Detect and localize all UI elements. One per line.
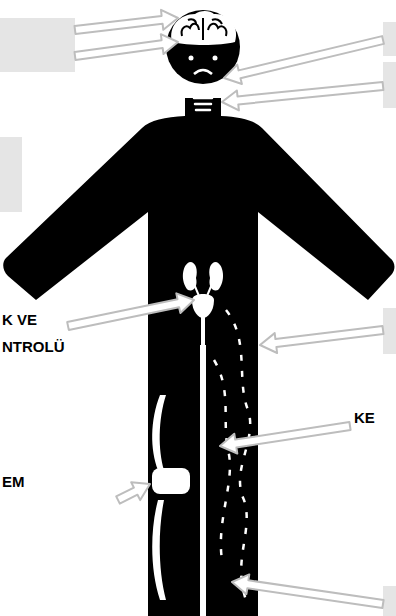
part-label: KE <box>354 404 394 431</box>
callout-box <box>383 62 396 108</box>
nerve-lines <box>214 310 250 600</box>
brain-folds <box>182 18 227 40</box>
leader-arrows <box>67 10 384 608</box>
cervical-spine <box>194 92 212 110</box>
callout-box <box>0 137 22 212</box>
leader-arrow <box>116 482 150 503</box>
leader-arrow <box>232 574 384 608</box>
leader-arrow <box>75 34 179 60</box>
leader-arrow <box>220 422 351 454</box>
leader-arrow <box>224 36 384 84</box>
callout-box <box>0 18 75 72</box>
ureters <box>194 284 212 296</box>
callout-box <box>383 308 396 354</box>
leader-arrow <box>67 293 194 330</box>
brain <box>171 11 236 45</box>
leg-gap <box>200 345 206 616</box>
eye <box>213 56 218 61</box>
part-label: EM <box>2 468 62 495</box>
eye <box>189 56 194 61</box>
callout-box <box>383 22 396 56</box>
leg-bones <box>152 395 190 600</box>
callout-box <box>383 586 396 616</box>
leader-arrow <box>75 10 179 34</box>
part-label: K VE NTROLÜ <box>2 306 68 360</box>
callout-boxes <box>0 18 396 616</box>
leader-arrow <box>260 326 384 353</box>
body-silhouette <box>3 98 394 616</box>
leader-arrow <box>222 82 383 110</box>
mouth <box>194 70 212 74</box>
